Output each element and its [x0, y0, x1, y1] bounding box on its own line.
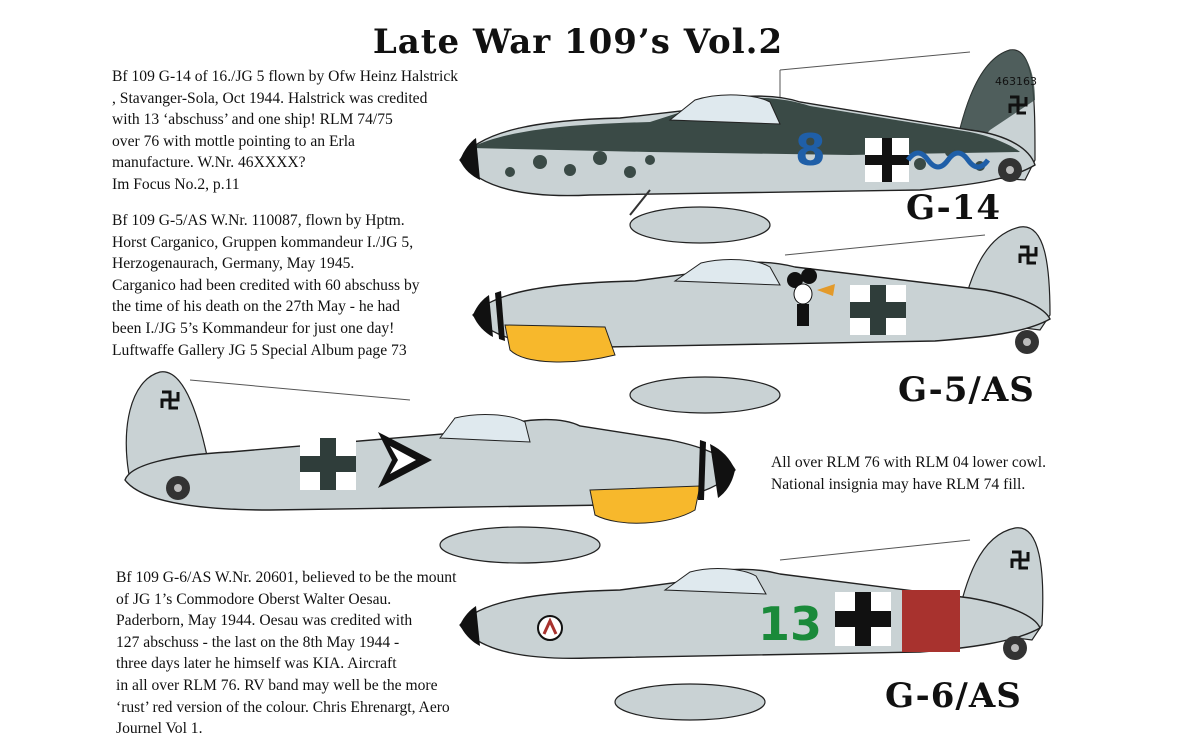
- rv-band: [902, 590, 960, 652]
- tail-swastika-icon: [1010, 550, 1030, 570]
- caption-g5-note: All over RLM 76 with RLM 04 lower cowl. …: [771, 454, 1047, 493]
- jg1-emblem-icon: [537, 615, 563, 641]
- aircraft-g5-profile: [472, 226, 1051, 414]
- label-g14: G-14: [906, 188, 1002, 228]
- g6-tactical-number: 13: [758, 597, 822, 651]
- label-g6: G-6/AS: [885, 676, 1022, 716]
- tail-swastika-icon: [1008, 95, 1028, 115]
- tail-swastika-icon: [1018, 245, 1038, 265]
- balkenkreuz-icon: [850, 285, 906, 335]
- mickey-mouse-emblem-icon: [787, 268, 835, 326]
- aircraft-g5-starboard-profile: [124, 371, 736, 564]
- balkenkreuz-icon: [300, 438, 356, 490]
- page-title: Late War 109’s Vol.2: [372, 22, 784, 62]
- g14-serial: 463163: [995, 75, 1037, 88]
- tail-swastika-icon: [160, 390, 180, 410]
- caption-g6: Bf 109 G-6/AS W.Nr. 20601, believed to b…: [116, 569, 457, 738]
- caption-g14: Bf 109 G-14 of 16./JG 5 flown by Ofw Hei…: [112, 68, 459, 193]
- caption-g5: Bf 109 G-5/AS W.Nr. 110087, flown by Hpt…: [112, 212, 420, 359]
- label-g5: G-5/AS: [898, 370, 1035, 410]
- aircraft-g6-profile: 13: [459, 527, 1044, 721]
- balkenkreuz-icon: [835, 592, 891, 646]
- g14-tactical-number: 8: [795, 125, 826, 176]
- balkenkreuz-icon: [865, 138, 909, 182]
- aircraft-g14-profile: 8 463163: [459, 49, 1037, 244]
